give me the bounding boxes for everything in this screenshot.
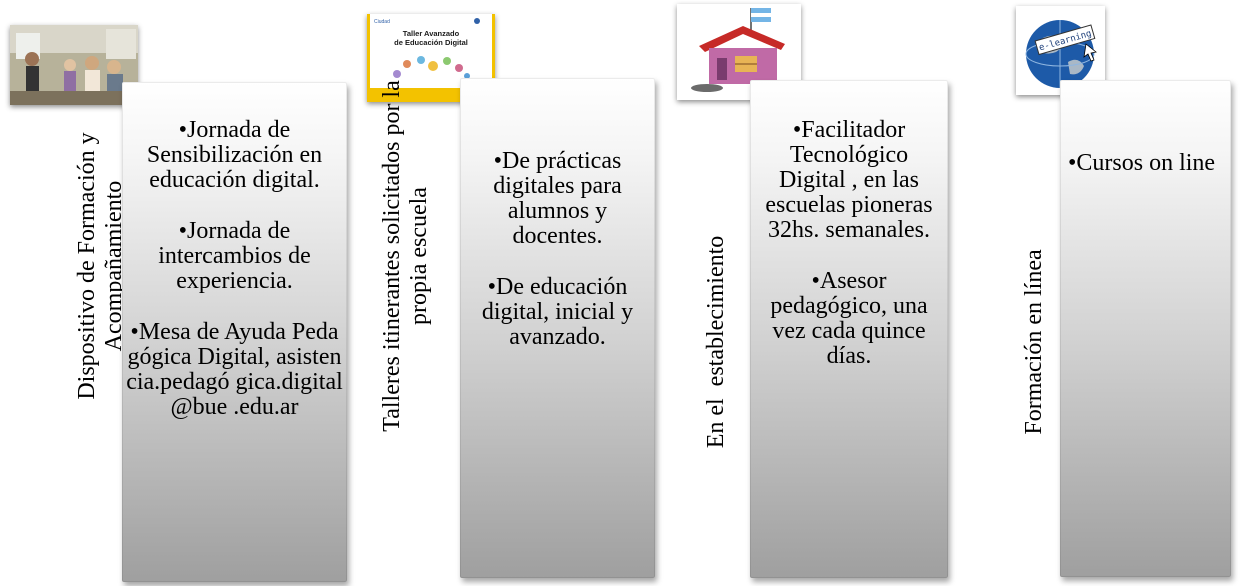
classroom-photo-image <box>10 25 138 105</box>
column-label-line: En el establecimiento <box>703 235 729 449</box>
column-label-line: Dispositivo de Formación y <box>74 132 100 400</box>
card-talleres: •De prácticas digitales para alumnos y d… <box>460 78 655 578</box>
card-bullets: •Cursos on line <box>1060 80 1231 176</box>
school-house-image <box>677 4 801 100</box>
taller-cover-subtitle: de Educación Digital <box>394 38 468 47</box>
taller-cover-title: Taller Avanzado <box>403 29 460 38</box>
column-label-line: Formación en línea <box>1021 249 1047 435</box>
bullet-item: •Facilitador Tecnológico Digital , en la… <box>765 117 933 243</box>
bullet-item: •Asesor pedagógico, una vez cada quince … <box>770 268 928 369</box>
card-bullets: •De prácticas digitales para alumnos y d… <box>460 78 655 350</box>
card-bullets: •Jornada de Sensibilización en educación… <box>122 82 347 420</box>
taller-cover-graphic: Ciudad Taller Avanzado de Educación Digi… <box>367 14 495 102</box>
taller-cover-image: Ciudad Taller Avanzado de Educación Digi… <box>367 14 495 102</box>
card-bullets: •Facilitador Tecnológico Digital , en la… <box>750 80 948 369</box>
bullet-item: •Jornada de Sensibilización en educación… <box>146 117 323 193</box>
bullet-item: •De educación digital, inicial y avanzad… <box>481 274 634 350</box>
card-establecimiento: •Facilitador Tecnológico Digital , en la… <box>750 80 948 578</box>
column-label-line: Talleres itinerantes solicitados por la <box>379 80 405 432</box>
bullet-item: •Jornada de intercambios de experiencia. <box>158 218 311 294</box>
classroom-photo <box>10 25 138 105</box>
card-dispositivo: •Jornada de Sensibilización en educación… <box>122 82 347 582</box>
bullet-item: •Mesa de Ayuda Pedagógica Digital, asist… <box>126 319 343 420</box>
bullet-item: •De prácticas digitales para alumnos y d… <box>493 148 622 249</box>
svg-text:Ciudad: Ciudad <box>374 19 390 25</box>
column-label-formacion: Formación en línea <box>1021 132 1051 552</box>
card-formacion: •Cursos on line <box>1060 80 1231 577</box>
column-label-talleres: Talleres itinerantes solicitados por la … <box>379 46 435 466</box>
bullet-item: •Cursos on line <box>1068 150 1216 176</box>
column-label-establecimiento: En el establecimiento <box>703 132 733 552</box>
column-label-line: propia escuela <box>406 187 432 325</box>
